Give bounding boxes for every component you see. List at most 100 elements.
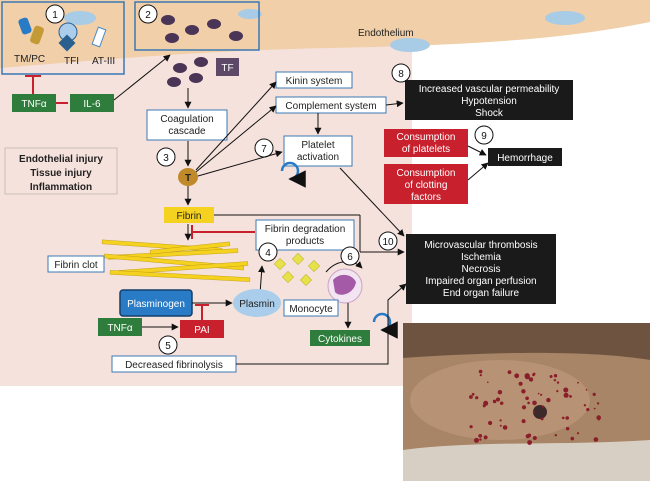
step-3-badge <box>156 147 176 167</box>
at3-label: AT-III <box>92 56 115 67</box>
step-5-badge <box>158 335 178 355</box>
purpura-spot <box>527 440 532 445</box>
cons-clot-line2: of clotting <box>405 180 448 191</box>
purpura-spot <box>524 373 530 379</box>
tfi-label: TFI <box>64 56 79 67</box>
platelet-label-line1: Platelet <box>301 140 335 151</box>
purpura-spot <box>554 434 557 437</box>
outcome10-line4: Impaired organ perfusion <box>425 276 536 287</box>
step-7-number: 7 <box>261 144 267 155</box>
cons-platelets-line1: Consumption <box>397 132 456 143</box>
monocyte-nucleus <box>333 274 356 295</box>
outcome10-line3: Necrosis <box>462 264 501 275</box>
endothelium-label: Endothelium <box>358 28 414 39</box>
endothelial-nucleus <box>64 11 96 25</box>
hemorrhage-box <box>488 148 562 166</box>
outcome-10-box <box>406 234 556 304</box>
purpura-spot <box>488 420 493 426</box>
purpura-spot <box>593 437 599 442</box>
coag-label-line1: Coagulation <box>160 114 213 125</box>
tfi-diamond-icon <box>58 34 76 52</box>
purpura-spot <box>521 419 526 424</box>
purpura-spot <box>596 415 601 420</box>
tf-cell <box>185 25 199 35</box>
tm-molecule-icon <box>18 17 32 35</box>
purpura-spot <box>592 392 596 396</box>
hemorrhage-label: Hemorrhage <box>497 153 553 164</box>
purpura-spot <box>527 401 530 405</box>
purpura-spot <box>569 395 572 398</box>
purpura-spot <box>549 375 553 378</box>
thrombin-node <box>178 168 198 186</box>
purpura-spot <box>518 381 523 386</box>
purpura-spot <box>496 397 500 402</box>
purpura-spot <box>532 436 537 440</box>
complement-to-outcome8-arrow <box>385 100 404 108</box>
injury-box <box>4 147 118 195</box>
clinical-photo-purpura <box>403 323 650 481</box>
purpura-spot <box>528 377 534 382</box>
step-6-badge <box>340 246 360 266</box>
tf-cell <box>189 73 203 83</box>
purpura-spot <box>483 435 488 440</box>
platelets-to-hemorrhage-arrow <box>467 145 487 156</box>
tf-cell <box>229 31 243 41</box>
coag-label-line2: cascade <box>168 126 206 137</box>
purpura-spot <box>499 419 502 422</box>
purpura-spot <box>521 389 526 394</box>
purpura-spot <box>478 369 483 374</box>
box-1-anticoagulants <box>1 1 125 75</box>
purpura-spot <box>563 392 569 398</box>
thrombin-to-complement-arrow <box>195 105 277 173</box>
purpura-spot <box>540 417 544 421</box>
step-8-badge <box>391 63 411 83</box>
thrombin-to-kinin-arrow <box>195 81 277 171</box>
step-6-number: 6 <box>347 252 353 263</box>
step-3-number: 3 <box>163 153 169 164</box>
fdp-label-line2: products <box>286 236 324 247</box>
purpura-spot <box>499 424 502 427</box>
at3-molecule-icon <box>91 26 107 48</box>
purpura-spot <box>514 373 520 379</box>
purpura-spot <box>565 427 570 431</box>
purpura-spot <box>507 370 512 375</box>
purpura-spot <box>537 392 540 395</box>
kinin-system-box <box>275 71 353 89</box>
outcome8-line1: Increased vascular permeability <box>419 84 560 95</box>
step-1-number: 1 <box>52 10 58 21</box>
purpura-spot <box>541 405 545 408</box>
thrombin-label: T <box>185 173 191 184</box>
tf-cell <box>167 77 181 87</box>
step-8-number: 8 <box>398 69 404 80</box>
purpura-spot <box>500 401 504 405</box>
endothelial-nucleus <box>545 11 585 25</box>
tf-cell <box>194 57 208 67</box>
consumption-platelets-box <box>384 129 468 157</box>
injury-line1: Endothelial injury <box>19 154 103 165</box>
injury-line3: Inflammation <box>30 182 92 193</box>
fibrin-clot-box <box>47 255 105 273</box>
step-10-number: 10 <box>382 237 394 248</box>
step-5-number: 5 <box>165 341 171 352</box>
purpura-spot <box>469 425 473 429</box>
complement-label: Complement system <box>285 101 376 112</box>
monocyte-label: Monocyte <box>289 304 333 315</box>
purpura-spot <box>474 437 479 443</box>
platelet-activation-box <box>283 135 353 167</box>
decreased-fibrinolysis-label: Decreased fibrinolysis <box>125 360 223 371</box>
il6-box <box>70 94 114 112</box>
cons-clot-line1: Consumption <box>397 168 456 179</box>
purpura-spot <box>479 374 482 377</box>
box-2-tissue-factor <box>134 1 260 51</box>
tm-pc-label: TM/PC <box>14 54 45 65</box>
purpura-spot <box>570 436 575 441</box>
tnfa-bottom-label: TNFα <box>107 323 132 334</box>
purpura-spot <box>471 392 475 396</box>
purpura-spot <box>596 402 600 405</box>
tf-label: TF <box>221 63 233 74</box>
purpura-spot <box>478 434 483 438</box>
tnfa-bottom-box <box>98 318 142 336</box>
il6-label: IL-6 <box>83 99 101 110</box>
consumption-clotting-box <box>384 164 468 204</box>
